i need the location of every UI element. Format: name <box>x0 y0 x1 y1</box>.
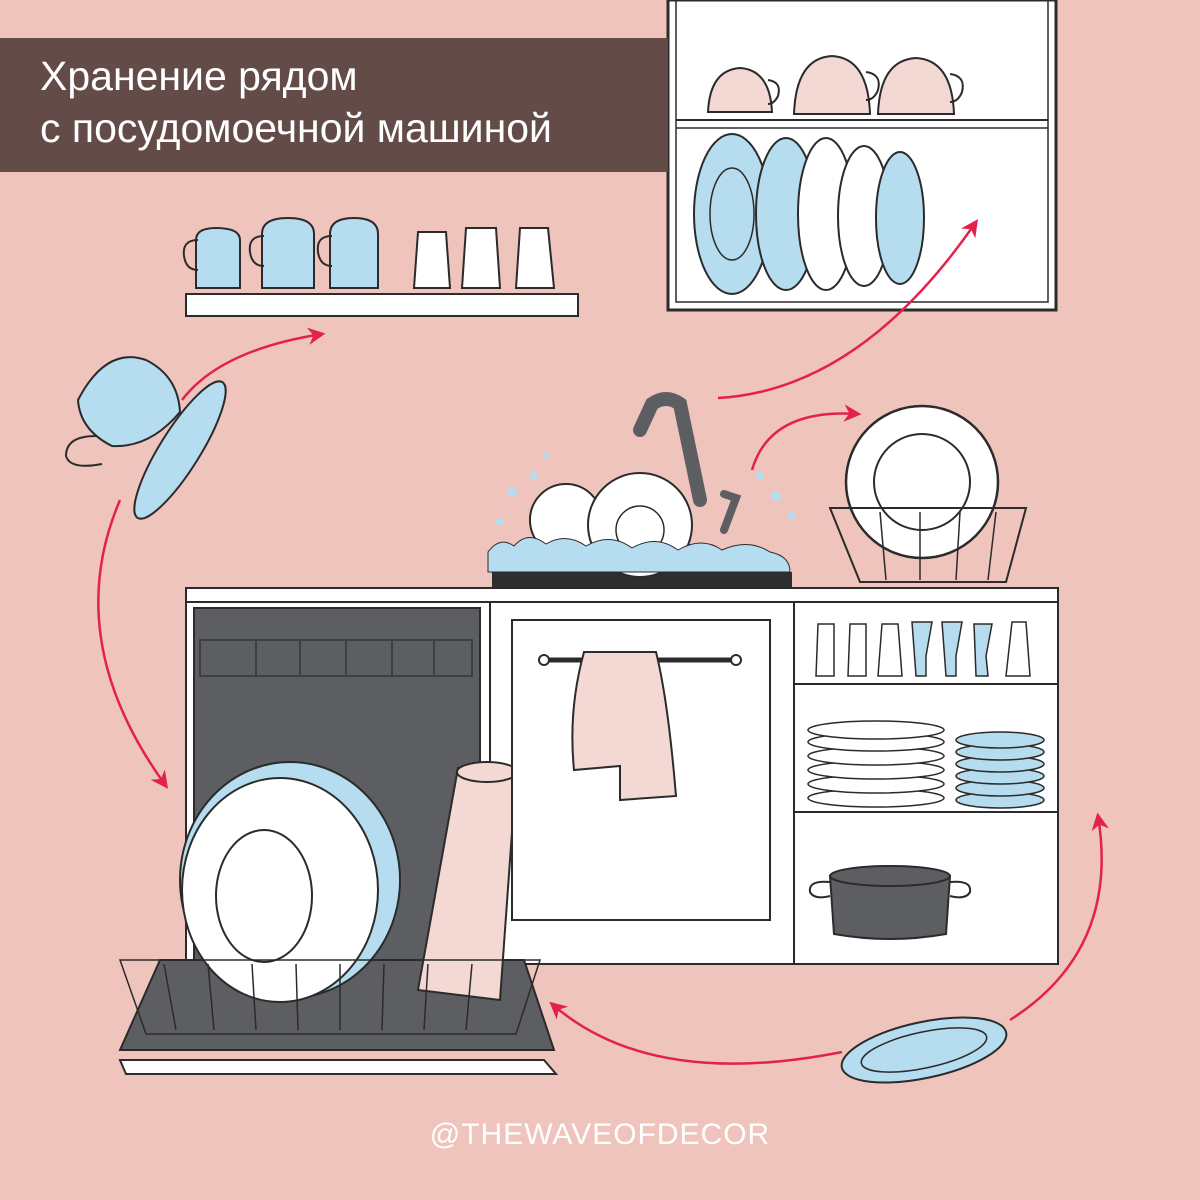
open-shelf <box>182 216 579 317</box>
middle-cabinet-door <box>511 619 771 921</box>
wall-cabinet <box>666 0 1058 312</box>
glass-icon <box>815 623 835 677</box>
arrow-icon <box>97 499 169 789</box>
wineglass-icon <box>973 623 993 677</box>
sink <box>487 392 796 588</box>
plate-icon <box>179 761 401 1003</box>
arrow-icon <box>717 219 978 400</box>
plate-icon <box>840 1016 1008 1084</box>
teacup-icon <box>792 54 880 115</box>
glass-icon <box>460 227 502 289</box>
teacup-icon <box>706 66 780 113</box>
plate-icon <box>844 404 1000 560</box>
wineglass-icon <box>941 621 963 677</box>
right-shelves <box>794 621 1058 940</box>
plate-stack-white <box>807 720 945 808</box>
title-line-2: с посудомоечной машиной <box>40 105 552 151</box>
wineglass-icon <box>911 621 933 677</box>
drying-rack <box>828 404 1028 583</box>
flying-teacup <box>64 356 227 520</box>
flying-plate <box>840 1016 1008 1084</box>
towel-icon <box>571 651 678 802</box>
glass-icon <box>412 231 452 289</box>
arrow-icon <box>181 327 326 401</box>
pot-icon <box>808 865 972 940</box>
glass-icon <box>1005 621 1031 677</box>
arrow-icon <box>549 1001 843 1065</box>
arrows <box>97 219 1109 1065</box>
mug-icon <box>182 226 241 289</box>
plate-stack-blue <box>955 731 1045 809</box>
teacup-icon <box>876 56 964 115</box>
glass-icon <box>514 227 556 289</box>
mug-icon <box>316 216 379 289</box>
credit-handle: @THEWAVEOFDECOR <box>429 1118 771 1151</box>
glass-icon <box>877 623 903 677</box>
saucer-icon <box>133 380 227 520</box>
title-line-1: Хранение рядом <box>40 53 358 99</box>
mug-icon <box>248 216 315 289</box>
dishwasher <box>118 607 559 1075</box>
title-banner: Хранение рядом с посудомоечной машиной <box>0 38 668 172</box>
faucet-icon <box>633 392 742 534</box>
arrow-icon <box>1009 812 1109 1022</box>
teacup-icon <box>64 356 182 467</box>
glass-icon <box>847 623 867 677</box>
glass-icon <box>416 761 526 1002</box>
plate-icon <box>875 151 925 285</box>
arrow-icon <box>750 404 862 471</box>
